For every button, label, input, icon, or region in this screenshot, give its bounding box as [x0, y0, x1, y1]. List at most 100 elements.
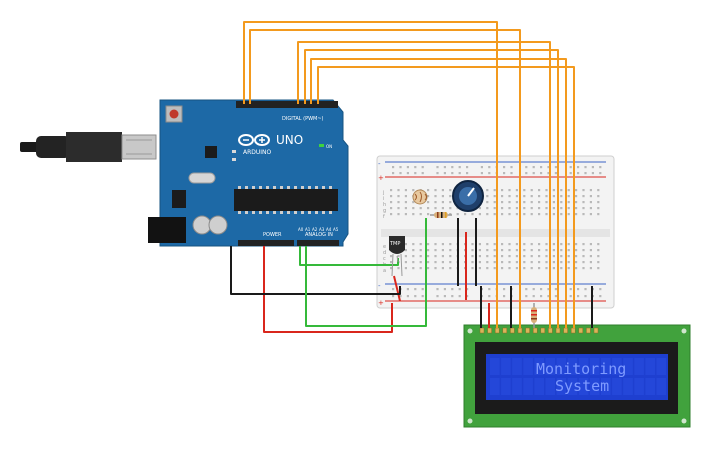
- breadboard-hole: [560, 213, 563, 216]
- breadboard-hole: [464, 213, 467, 216]
- rail-hole: [510, 172, 513, 175]
- breadboard-hole: [434, 261, 437, 264]
- lcd-pin-header: [479, 327, 599, 334]
- chip-pin: [301, 211, 304, 214]
- rail-hole: [421, 172, 424, 175]
- wire-green-a1: [305, 218, 427, 327]
- lcd-cell: [545, 378, 556, 395]
- breadboard-hole: [523, 255, 526, 258]
- breadboard-hole: [552, 267, 555, 270]
- rail-hole: [414, 166, 417, 169]
- breadboard-hole: [412, 207, 415, 210]
- rail-hole: [569, 288, 572, 291]
- chip-pin: [266, 211, 269, 214]
- breadboard-hole: [434, 189, 437, 192]
- pin-label-a2: A2: [312, 227, 318, 232]
- breadboard-hole: [545, 255, 548, 258]
- row-label-g: g: [383, 208, 386, 214]
- lcd-pin: [487, 327, 492, 334]
- breadboard-hole: [589, 189, 592, 192]
- lcd-pin: [510, 327, 515, 334]
- rail-hole: [547, 295, 550, 298]
- row-label-f: f: [383, 214, 385, 220]
- breadboard-hole: [427, 213, 430, 216]
- row-label-a: a: [383, 268, 386, 274]
- chip-pin: [315, 186, 318, 189]
- breadboard-hole: [597, 243, 600, 246]
- breadboard-hole: [560, 207, 563, 210]
- wire-orange-4: [304, 49, 559, 328]
- rail-hole: [421, 166, 424, 169]
- power-header-label: POWER: [263, 232, 282, 238]
- breadboard-hole: [575, 243, 578, 246]
- rail-hole: [451, 172, 454, 175]
- rail-hole: [421, 295, 424, 298]
- breadboard-hole: [575, 249, 578, 252]
- breadboard-hole: [589, 249, 592, 252]
- breadboard-hole: [575, 255, 578, 258]
- rail-hole: [436, 166, 439, 169]
- breadboard-hole: [589, 243, 592, 246]
- breadboard-hole: [441, 255, 444, 258]
- rail-hole: [414, 172, 417, 175]
- rail-hole: [525, 295, 528, 298]
- lcd-cell: [490, 378, 500, 395]
- breadboard-hole: [493, 201, 496, 204]
- breadboard-hole: [530, 249, 533, 252]
- breadboard-hole: [545, 243, 548, 246]
- rail-hole: [547, 288, 550, 291]
- breadboard-hole: [449, 249, 452, 252]
- chip-pin: [266, 186, 269, 189]
- breadboard-hole: [545, 189, 548, 192]
- breadboard-hole: [589, 261, 592, 264]
- breadboard-hole: [523, 243, 526, 246]
- breadboard-hole: [419, 207, 422, 210]
- breadboard-hole: [597, 207, 600, 210]
- breadboard-hole: [493, 255, 496, 258]
- breadboard-hole: [390, 195, 393, 198]
- potentiometer: [452, 180, 484, 212]
- wire-orange-3: [297, 41, 551, 328]
- breadboard-hole: [501, 189, 504, 192]
- breadboard-hole: [427, 243, 430, 246]
- breadboard-hole: [567, 189, 570, 192]
- breadboard-hole: [419, 243, 422, 246]
- breadboard-hole: [471, 243, 474, 246]
- breadboard-hole: [530, 201, 533, 204]
- pin-label-a5: A5: [333, 227, 339, 232]
- breadboard-hole: [552, 261, 555, 264]
- breadboard-hole: [552, 213, 555, 216]
- rail-hole: [547, 172, 550, 175]
- usb-cable: [20, 132, 157, 162]
- breadboard-hole: [560, 243, 563, 246]
- breadboard-hole: [589, 195, 592, 198]
- rail-hole: [591, 172, 594, 175]
- breadboard-hole: [486, 207, 489, 210]
- breadboard-hole: [515, 267, 518, 270]
- lcd-cell: [501, 358, 511, 375]
- breadboard-hole: [545, 213, 548, 216]
- rail-hole: [436, 295, 439, 298]
- pin-label-a3: A3: [319, 227, 325, 232]
- breadboard-hole: [449, 261, 452, 264]
- breadboard-hole: [515, 213, 518, 216]
- breadboard-hole: [575, 267, 578, 270]
- breadboard-hole: [589, 255, 592, 258]
- rail-hole: [584, 172, 587, 175]
- row-label-d: d: [383, 250, 386, 256]
- row-label-i: i: [383, 196, 384, 202]
- resistor-ldr: [430, 212, 452, 218]
- lcd-module: Monitoring System: [463, 324, 691, 428]
- rail-hole: [554, 172, 557, 175]
- breadboard-row-labels: j i h g f e d c b a - + - +: [378, 160, 386, 307]
- breadboard-hole: [582, 267, 585, 270]
- breadboard-hole: [501, 261, 504, 264]
- breadboard-hole: [493, 207, 496, 210]
- rail-plus-bottom: +: [378, 299, 384, 307]
- rail-hole: [458, 166, 461, 169]
- breadboard-hole: [552, 255, 555, 258]
- breadboard-hole: [397, 207, 400, 210]
- lcd-pin: [517, 327, 523, 334]
- rail-hole: [466, 172, 469, 175]
- breadboard-hole: [508, 213, 511, 216]
